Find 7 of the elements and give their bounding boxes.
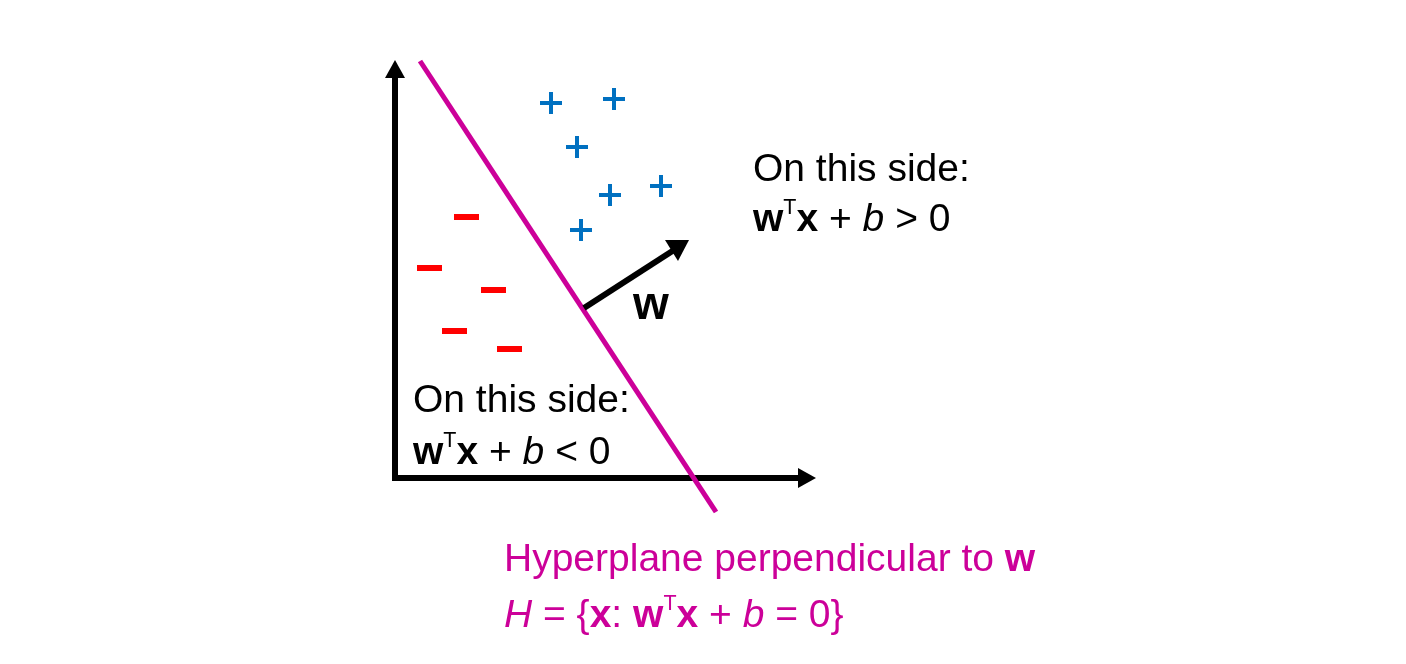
hyperplane-caption: Hyperplane perpendicular to w xyxy=(504,535,1036,581)
vector-label: w xyxy=(633,276,669,331)
inequality-formula: w$^{T}$x + b < 0 xyxy=(413,428,611,474)
region-heading: On this side: xyxy=(753,145,970,191)
region-heading: On this side: xyxy=(413,376,630,422)
hyperplane-equation: H = {x: w$^{T}$x + b = 0} xyxy=(504,591,844,637)
inequality-formula: w$^{T}$x + b > 0 xyxy=(753,195,951,241)
